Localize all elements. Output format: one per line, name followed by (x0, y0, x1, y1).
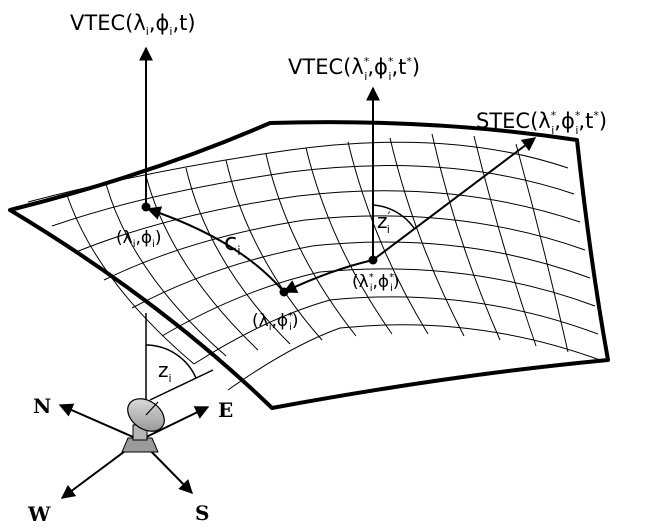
vtec-center-label: VTEC(λ*i,ϕ*i,t*) (288, 55, 420, 83)
stec-label: STEC(λ*i,ϕ*i,t*) (476, 109, 607, 137)
east-arrow (139, 406, 210, 441)
zi-arc (145, 344, 197, 379)
stec-arrow (372, 137, 537, 261)
zprime-arc (372, 204, 415, 229)
transport-arrow-lower (282, 259, 374, 293)
receiver-dish-icon (121, 398, 165, 453)
receiver-slant-line (149, 369, 214, 401)
zprime-label: z′i (377, 209, 391, 236)
point-lambda-phistar (279, 287, 289, 297)
point-lambda-phi (141, 202, 151, 212)
point-label-lambda-phi: (λi,ϕi) (116, 228, 162, 250)
zi-label: zi (158, 358, 172, 385)
west-label: W (27, 502, 51, 526)
shell-grid (27, 133, 601, 391)
north-label: N (33, 394, 51, 418)
point-pierce (368, 255, 378, 265)
east-label: E (218, 398, 233, 422)
ci-label: ci (224, 228, 241, 258)
vtec-left-label: VTEC(λi,ϕi,t) (70, 11, 196, 38)
ci-arrow (146, 206, 285, 293)
north-arrow (58, 403, 141, 441)
south-label: S (195, 501, 209, 525)
ionospheric-shell (8, 120, 610, 410)
point-label-pierce: (λ*i,ϕ*i) (352, 272, 400, 294)
point-label-lambda-phistar: (λi,ϕ*i) (252, 311, 299, 333)
